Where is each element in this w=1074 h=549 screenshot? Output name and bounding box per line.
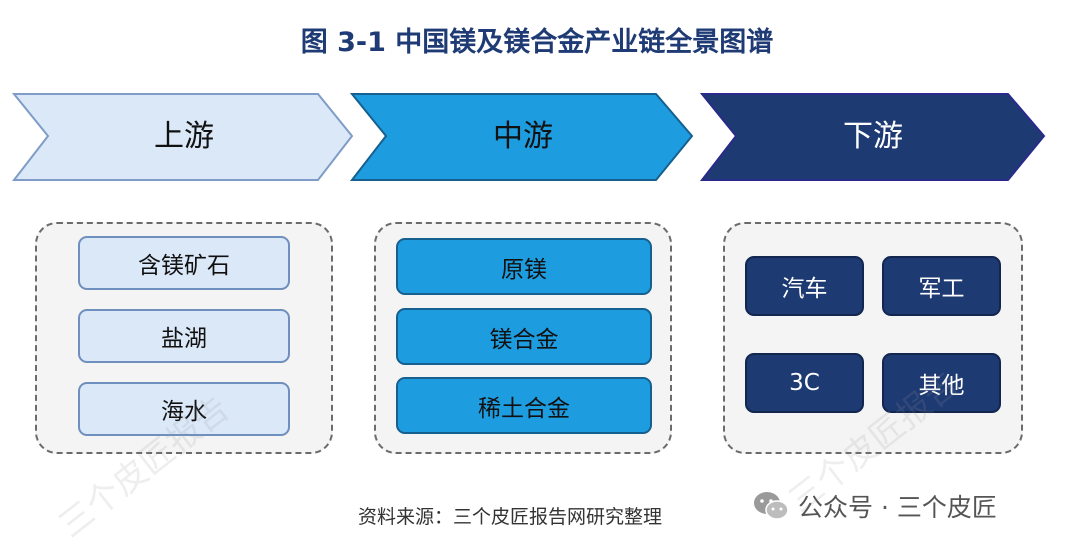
downstream-arrow	[699, 93, 1046, 181]
stage-label-midstream: 中游	[493, 119, 553, 154]
downstream-item: 汽车	[745, 256, 864, 316]
stage-label-upstream: 上游	[154, 119, 214, 154]
wechat-account-name: 公众号 · 三个皮匠	[798, 493, 997, 522]
midstream-item: 稀土合金	[396, 377, 652, 434]
downstream-item: 其他	[882, 353, 1001, 413]
upstream-arrow	[11, 93, 354, 181]
stage-label-downstream: 下游	[843, 119, 903, 154]
downstream-item: 3C	[745, 353, 864, 413]
figure-title: 图 3-1 中国镁及镁合金产业链全景图谱	[300, 27, 774, 58]
source-note: 资料来源：三个皮匠报告网研究整理	[358, 506, 663, 528]
wechat-account: 公众号 · 三个皮匠	[752, 488, 997, 524]
midstream-item: 镁合金	[396, 308, 652, 365]
upstream-item: 海水	[78, 382, 290, 436]
midstream-item: 原镁	[396, 238, 652, 295]
wechat-icon	[754, 492, 789, 520]
downstream-panel: 汽车 军工 3C 其他	[723, 222, 1023, 454]
upstream-panel: 含镁矿石 盐湖 海水	[35, 222, 333, 454]
upstream-item: 含镁矿石	[78, 236, 290, 290]
midstream-arrow	[349, 93, 694, 181]
midstream-panel: 原镁 镁合金 稀土合金	[374, 222, 672, 454]
downstream-item: 军工	[882, 256, 1001, 316]
upstream-item: 盐湖	[78, 309, 290, 363]
